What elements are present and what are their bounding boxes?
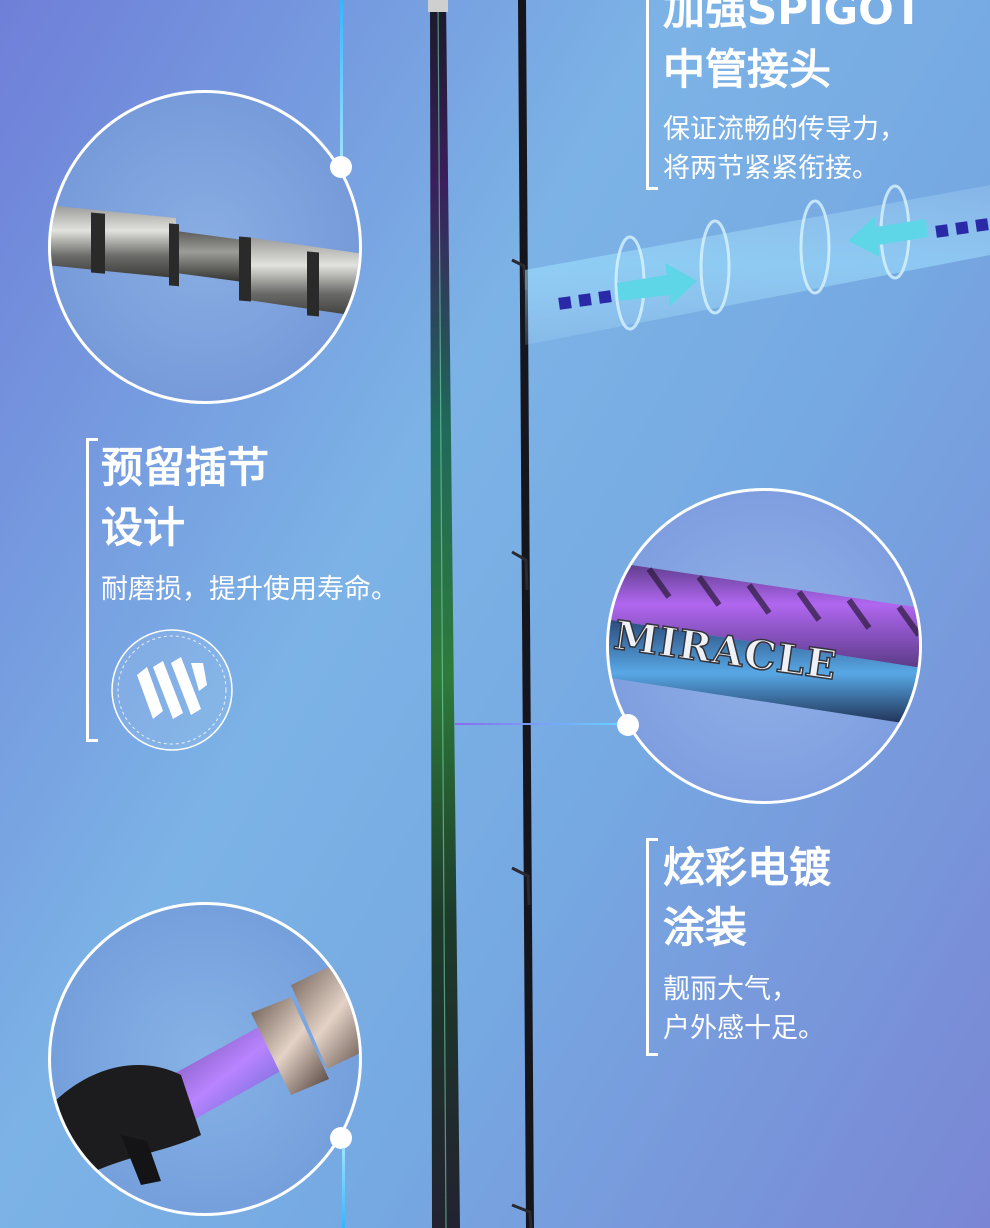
wear-resistant-stripes-icon [111,629,233,751]
reserve-title-line2: 设计 [101,503,186,552]
reserve-desc: 耐磨损，提升使用寿命。 [101,574,398,605]
rod-coating-image: MIRACLE [609,561,919,726]
reserve-feature-block: 预留插节 设计 耐磨损，提升使用寿命。 [86,438,398,751]
coating-title-line2: 涂装 [663,903,748,952]
connector-line-middle [455,723,627,725]
coating-feature-block: 炫彩电镀 涂装 靓丽大气， 户外感十足。 [646,838,831,1056]
reel-seat-closeup-circle [48,902,362,1216]
main-rod [428,0,534,1228]
connector-dot-middle [617,714,639,736]
coating-desc-line2: 户外感十足。 [663,1013,825,1044]
coating-closeup-circle: MIRACLE [606,488,922,804]
reserve-title-line1: 预留插节 [101,443,270,492]
connector-dot-bottom [330,1127,352,1149]
coating-desc-line1: 靓丽大气， [663,974,798,1005]
spigot-title-line2: 中管接头 [663,45,832,94]
connector-line-top [340,0,343,160]
connector-line-bottom [342,1148,345,1228]
coating-title-line1: 炫彩电镀 [663,843,832,892]
spigot-title-line1: 加强SPIGOT [663,0,923,34]
reel-seat-image [51,961,359,1195]
spigot-closeup-circle [48,90,362,404]
arrow-left-icon [848,215,989,257]
spigot-joint-image [51,205,359,317]
spigot-feature-block: 加强SPIGOT 中管接头 保证流畅的传导力， 将两节紧紧衔接。 [646,0,923,190]
spigot-desc-line1: 保证流畅的传导力， [663,114,906,145]
arrow-right-icon [558,263,697,310]
spigot-desc-line2: 将两节紧紧衔接。 [663,153,879,184]
connector-dot-top [330,156,352,178]
